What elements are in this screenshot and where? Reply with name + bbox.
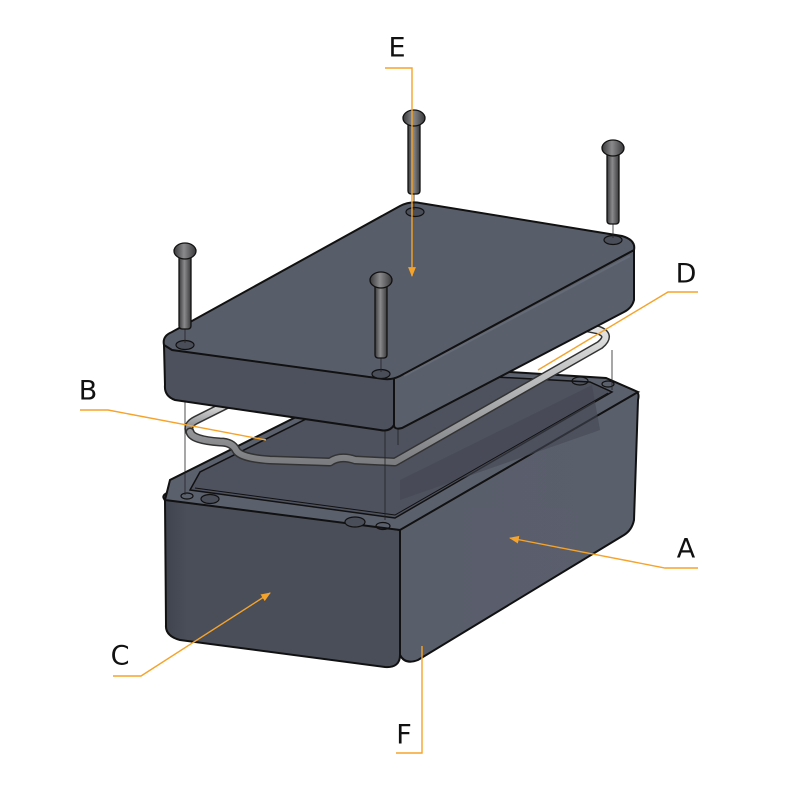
lid-front-edge bbox=[162, 343, 395, 432]
leader-d bbox=[537, 291, 698, 371]
leader-b bbox=[80, 409, 267, 441]
leader-c bbox=[113, 592, 271, 677]
callout-label-d: D bbox=[675, 258, 697, 290]
callout-label-b: B bbox=[78, 375, 98, 407]
screw-front-left bbox=[173, 242, 197, 343]
callout-label-a: A bbox=[676, 533, 696, 565]
base-cavity bbox=[188, 371, 614, 519]
screw-rear-right bbox=[601, 139, 625, 238]
lid-side-edge bbox=[393, 248, 635, 430]
screw-rear-left bbox=[402, 109, 426, 210]
callout-label-f: F bbox=[396, 719, 412, 751]
alignment-lines bbox=[184, 350, 613, 520]
gasket bbox=[184, 321, 610, 467]
screw-front-right bbox=[369, 271, 393, 372]
callout-label-e: E bbox=[388, 32, 406, 64]
callout-label-c: C bbox=[110, 640, 130, 672]
leader-e bbox=[385, 67, 416, 277]
leader-f bbox=[396, 646, 423, 754]
lid-top-face bbox=[162, 201, 636, 381]
callout-leaders bbox=[80, 67, 698, 754]
leader-a bbox=[509, 535, 698, 569]
base-side-face bbox=[399, 390, 640, 663]
lid bbox=[162, 201, 636, 432]
